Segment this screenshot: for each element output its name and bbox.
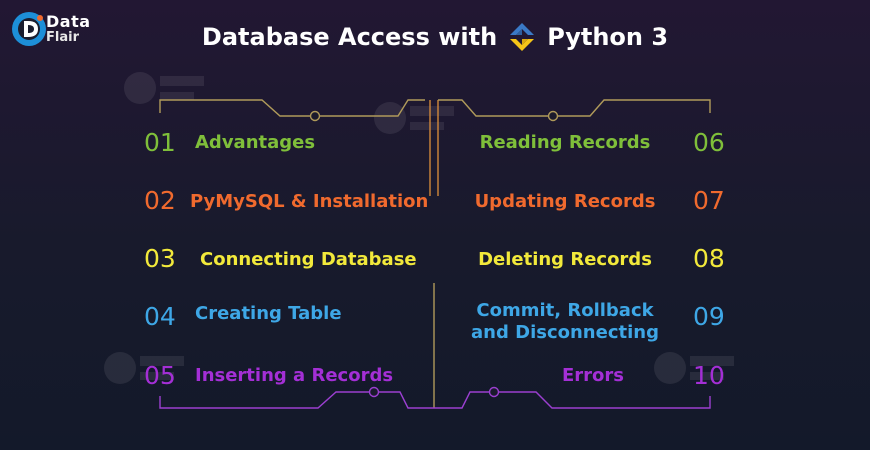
dataflair-logo[interactable]: Data Flair [10,8,90,48]
watermark-logo [654,352,734,384]
right-item-8-label: Deleting Records [478,249,652,270]
top-right-node [547,110,559,122]
bottom-right-line [434,391,711,409]
top-left-line [159,99,425,117]
right-item-9-label-line1: Commit, Rollback [476,300,654,321]
right-item-10-number: 10 [693,361,725,390]
left-item-5-number: 05 [144,361,176,390]
left-item-3-number: 03 [144,244,176,273]
python-logo-icon [510,23,535,51]
left-item-2-number: 02 [144,186,176,215]
logo-word-data: Data [46,12,91,31]
left-item-4-label: Creating Table [195,303,342,324]
right-item-9-number: 09 [693,302,725,331]
right-item-10-label: Errors [561,365,624,386]
bottom-left-node [368,386,380,398]
right-item-7-number: 07 [693,186,725,215]
bottom-left-line [159,391,434,409]
right-item-6-number: 06 [693,128,725,157]
right-item-9-label: Commit, Rollback and Disconnecting [460,300,670,344]
right-item-9-label-line2: and Disconnecting [471,322,659,343]
left-item-5-label: Inserting a Records [195,365,394,386]
right-item-8-number: 08 [693,244,725,273]
right-item-6-label: Reading Records [479,132,651,153]
left-item-1-number: 01 [144,128,176,157]
page-title: Database Access with Python 3 [0,19,870,55]
logo-word-flair: Flair [46,30,79,45]
watermark-logo [104,352,184,384]
right-item-7-label: Updating Records [474,191,656,212]
left-item-4-number: 04 [144,302,176,331]
watermark-logo [374,102,454,134]
left-item-2-label: PyMySQL & Installation [190,191,429,212]
title-text-left: Database Access with [201,23,498,51]
top-left-node [309,110,321,122]
bottom-right-node [488,386,500,398]
left-item-1-label: Advantages [195,132,316,153]
left-item-3-label: Connecting Database [200,249,417,270]
title-text-right: Python 3 [547,23,669,51]
watermark-logo [124,72,204,104]
dataflair-logo-icon [12,12,46,46]
top-right-line [438,99,711,117]
